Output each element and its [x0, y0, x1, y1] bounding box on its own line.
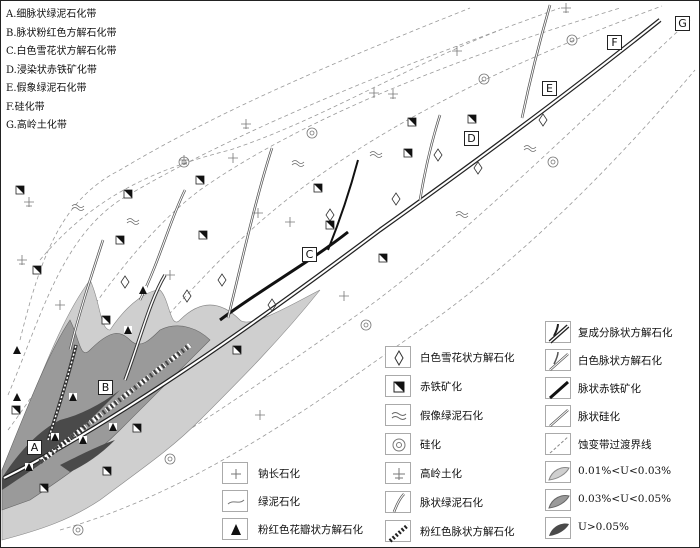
chlorite-vein-icon: [385, 491, 411, 513]
legend-label-grade-low: 0.01%<U<0.03%: [578, 465, 672, 477]
white-vein-icon: [545, 349, 571, 371]
legend-label-pink-calcite-vein: 粉红色脉状方解石化: [420, 526, 515, 538]
legend-label-silica-vein: 脉状硅化: [578, 411, 620, 423]
zone-item-e: E.假象绿泥石化带: [6, 83, 87, 94]
main-vein-zone: [2, 18, 662, 481]
legend-label-chlorite: 绿泥石化: [258, 496, 300, 508]
zone-item-c: C.白色雪花状方解石化带: [6, 46, 117, 57]
zone-list: A.细脉状绿泥石化带 B.脉状粉红色方解石化带 C.白色雪花状方解石化带 D.浸…: [6, 6, 117, 136]
mid-gray-icon: [545, 489, 571, 511]
legend-label-kaolin: 高岭土化: [420, 468, 462, 480]
zone-item-g: G.高岭土化带: [6, 120, 67, 131]
pseudo-chlorite-icon: [385, 404, 411, 426]
zone-marker-a: A: [27, 440, 42, 455]
kaolin-cross-icon: [385, 462, 411, 484]
zone-marker-c: C: [302, 247, 317, 262]
zone-marker-e: E: [542, 81, 557, 96]
legend-label-grade-high: U>0.05%: [578, 521, 630, 533]
legend-label-hematite-vein: 脉状赤铁矿化: [578, 383, 641, 395]
dashed-line-icon: [545, 433, 571, 455]
branch-veins: [46, 4, 552, 441]
dark-gray-icon: [545, 517, 571, 539]
composite-vein-icon: [545, 321, 571, 344]
uranium-grade-low: [1, 279, 321, 541]
hematite-square-icon: [385, 375, 411, 397]
legend-label-albite: 钠长石化: [258, 468, 300, 480]
albite-cross-icon: [222, 462, 248, 484]
zone-item-f: F.硅化带: [6, 101, 45, 113]
zone-marker-b: B: [98, 380, 113, 395]
zone-item-a: A.细脉状绿泥石化带: [6, 9, 97, 20]
pink-calcite-vein-icon: [385, 520, 411, 543]
legend-label-diamond: 白色雪花状方解石化: [420, 352, 515, 364]
legend-label-pink-calcite: 粉红色花瓣状方解石化: [258, 524, 363, 536]
hematite-vein-icon: [545, 377, 571, 400]
silica-vein-icon: [545, 405, 571, 427]
legend-label-boundary: 蚀变带过渡界线: [578, 439, 652, 451]
zone-marker-f: F: [607, 35, 622, 50]
silica-circle-icon: [385, 433, 411, 455]
pink-calcite-triangle-icon: [222, 518, 248, 540]
zone-marker-g: G: [675, 16, 690, 31]
light-gray-icon: [545, 461, 571, 483]
legend-label-grade-mid: 0.03%<U<0.05%: [578, 493, 672, 505]
legend-label-chlorite-vein: 脉状绿泥石化: [420, 497, 483, 509]
diamond-icon: [385, 346, 411, 368]
legend-label-hematite: 赤铁矿化: [420, 381, 462, 393]
legend-label-pseudo-chlorite: 假像绿泥石化: [420, 410, 483, 422]
legend-label-silica: 硅化: [420, 439, 441, 451]
zone-item-d: D.浸染状赤铁矿化带: [6, 64, 97, 76]
legend-label-white-vein: 白色脉状方解石化: [578, 355, 662, 367]
zone-marker-d: D: [464, 131, 479, 146]
chlorite-wave-icon: [222, 490, 248, 512]
legend-label-composite-vein: 复成分脉状方解石化: [578, 327, 673, 339]
zone-item-b: B.脉状粉红色方解石化带: [6, 27, 117, 39]
